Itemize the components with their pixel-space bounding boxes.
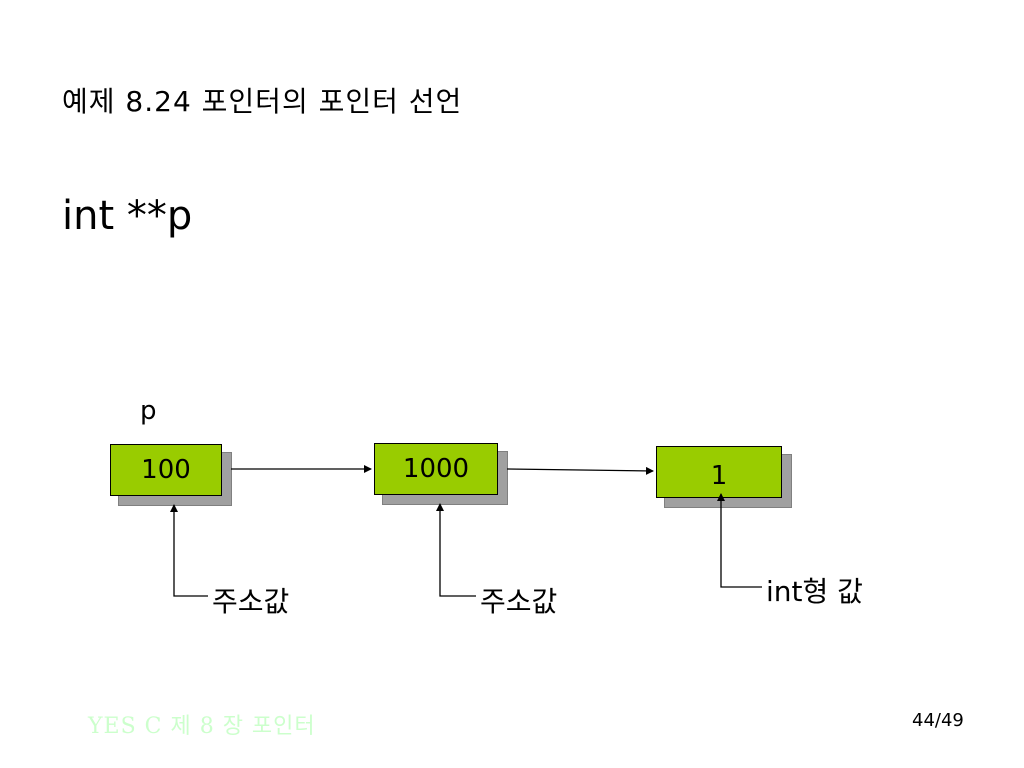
cell-value: 1	[710, 461, 728, 491]
callout-line-address-2	[436, 503, 476, 597]
callout-address-label: 주소값	[480, 585, 558, 618]
page-number: 44/49	[912, 710, 964, 731]
code-declaration: int **p	[62, 193, 193, 239]
callout-address-label: 주소값	[212, 585, 290, 618]
memory-cell-int: 1	[656, 446, 782, 498]
footer-chapter-title: YES C 제 8 장 포인터	[88, 714, 316, 739]
slide-title: 예제 8.24 포인터의 포인터 선언	[62, 85, 463, 118]
callout-line-address-1	[170, 504, 208, 597]
pointer-variable-label: p	[140, 396, 157, 426]
callout-int-value-label: int형 값	[766, 575, 863, 608]
pointer-arrow-1000-to-1	[506, 466, 654, 475]
memory-cell-pointer: 1000	[374, 443, 498, 495]
cell-value: 1000	[402, 454, 470, 484]
cell-value: 100	[141, 455, 191, 485]
memory-cell-pointer-p: 100	[110, 444, 222, 496]
callout-line-int-value	[717, 493, 762, 588]
